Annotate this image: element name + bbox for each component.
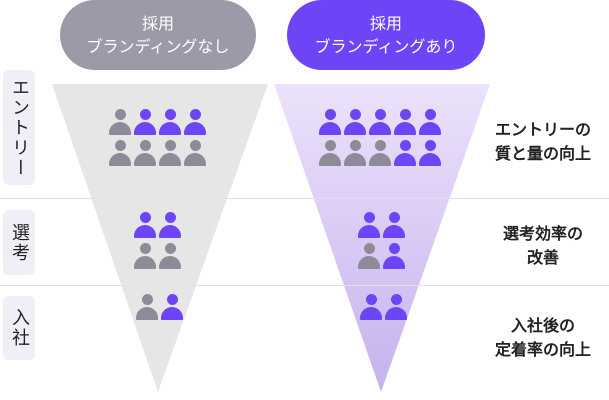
person-icon (184, 140, 206, 167)
person-icon (419, 109, 441, 136)
result-line: 質と量の向上 (494, 144, 591, 163)
stage-joining: 入社 (3, 296, 35, 360)
result-line: 改善 (526, 248, 559, 267)
divider (0, 198, 609, 199)
person-icon (419, 140, 441, 167)
person-icon (319, 140, 341, 167)
person-icon (394, 140, 416, 167)
person-icon (184, 109, 206, 136)
result-line: エントリーの (494, 120, 591, 139)
person-icon (344, 109, 366, 136)
result-joining: 入社後の 定着率の向上 (478, 314, 608, 362)
result-entry: エントリーの 質と量の向上 (478, 118, 608, 166)
person-icon (109, 140, 131, 167)
result-line: 入社後の (510, 316, 575, 335)
person-icon (109, 109, 131, 136)
person-icon (394, 109, 416, 136)
header-with-branding: 採用 ブランディングあり (287, 0, 485, 70)
person-icon (134, 109, 156, 136)
result-line: 選考効率の (502, 224, 583, 243)
header-without-branding: 採用 ブランディングなし (60, 0, 256, 70)
person-icon (369, 140, 391, 167)
person-icon (159, 243, 181, 270)
person-icon (358, 243, 380, 270)
person-icon (383, 243, 405, 270)
person-icon (385, 294, 407, 321)
stage-selection: 選考 (3, 210, 35, 275)
person-icon (161, 294, 183, 321)
funnel-without-branding (52, 84, 268, 392)
stage-entry: エントリー (3, 70, 35, 185)
header-line: 採用 (369, 14, 402, 33)
person-icon (134, 140, 156, 167)
person-icon (136, 294, 158, 321)
divider (0, 285, 609, 286)
person-icon (369, 109, 391, 136)
person-icon (134, 243, 156, 270)
result-line: 定着率の向上 (494, 340, 591, 359)
person-icon (159, 212, 181, 239)
header-line: 採用 (141, 14, 174, 33)
person-icon (358, 212, 380, 239)
person-icon (360, 294, 382, 321)
header-line: ブランディングなし (86, 37, 230, 56)
result-selection: 選考効率の 改善 (478, 222, 608, 270)
header-line: ブランディングあり (314, 37, 458, 56)
person-icon (383, 212, 405, 239)
person-icon (319, 109, 341, 136)
person-icon (344, 140, 366, 167)
person-icon (159, 109, 181, 136)
person-icon (134, 212, 156, 239)
person-icon (159, 140, 181, 167)
